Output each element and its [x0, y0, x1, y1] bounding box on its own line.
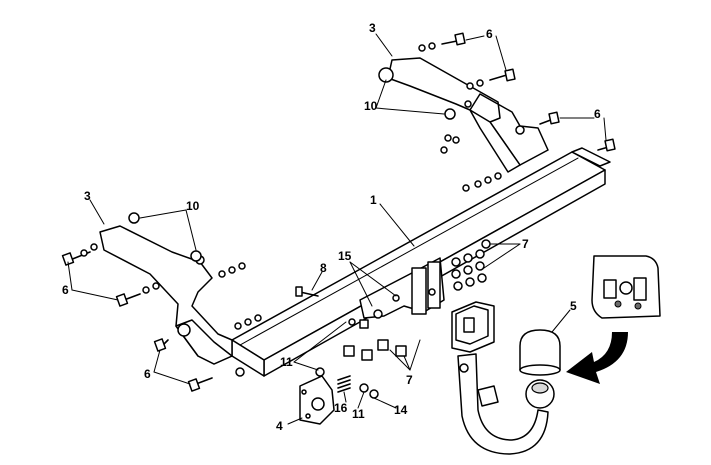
label-bolts-top: 6: [486, 27, 493, 41]
label-bolts-left-upper: 6: [62, 283, 69, 297]
label-bolts-left-lower: 6: [144, 367, 151, 381]
bolts-top[interactable]: [418, 32, 516, 108]
bracket-left: [99, 225, 245, 377]
label-bolts-right: 6: [594, 107, 601, 121]
bolts-right[interactable]: [440, 111, 616, 192]
label-spring: 16: [334, 401, 348, 415]
label-bracket-right: 3: [369, 21, 376, 35]
bracket-right: [378, 57, 549, 173]
pivot-block[interactable]: [451, 301, 495, 353]
label-washer-left: 10: [186, 199, 200, 213]
bolt-single[interactable]: [295, 286, 319, 297]
label-socket-plate: 4: [276, 419, 283, 433]
label-nut-b: 11: [352, 407, 365, 421]
part-labels: 3 6 10 6 1 7 3 10 6 8 15 11 7 6 4 16 11 …: [62, 21, 601, 433]
label-bolts-pivot: 7: [406, 373, 413, 387]
washers[interactable]: [128, 108, 456, 262]
bolts-pivot[interactable]: [343, 318, 407, 361]
label-nut-a: 11: [280, 355, 293, 369]
direction-arrow: [566, 332, 628, 384]
socket-plate[interactable]: [299, 375, 335, 425]
label-bolt-single: 8: [320, 261, 327, 275]
spring-and-nuts[interactable]: [315, 367, 379, 399]
label-bolts-center: 7: [522, 237, 529, 251]
label-bracket-left: 3: [84, 189, 91, 203]
bolts-left-lower[interactable]: [115, 282, 262, 392]
tow-hook[interactable]: [457, 353, 555, 455]
label-pivot-assembly: 15: [338, 249, 352, 263]
ball-cap[interactable]: [519, 329, 561, 376]
leader-lines: [67, 33, 607, 425]
label-washer-right: 10: [364, 99, 378, 113]
bolts-center[interactable]: [451, 239, 491, 291]
label-crossbar: 1: [370, 193, 377, 207]
inset-detail: [591, 255, 661, 319]
label-ball-cap: 5: [570, 299, 577, 313]
label-spring-washer: 14: [394, 403, 408, 417]
pivot-plate: [359, 257, 445, 319]
